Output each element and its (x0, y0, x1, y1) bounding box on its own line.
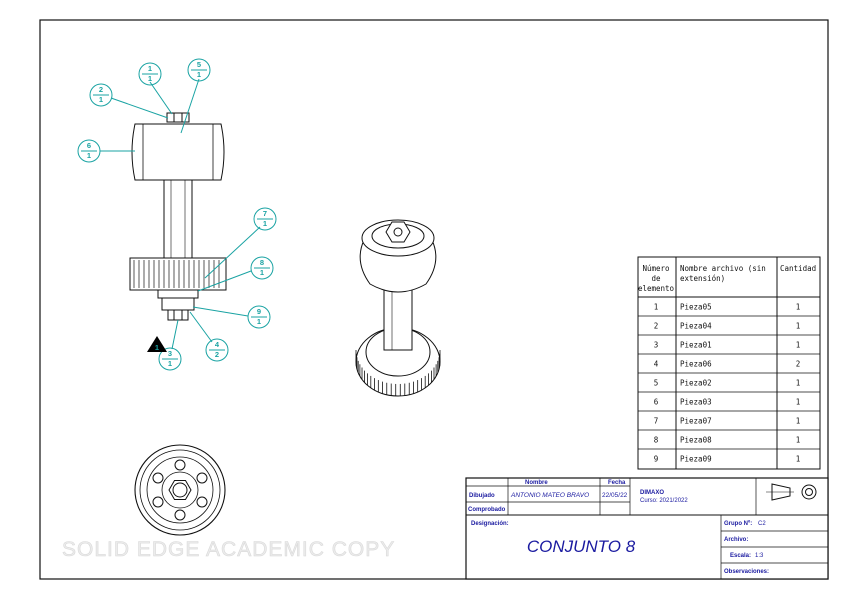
bom-header-name-1: Nombre archivo (sin (680, 264, 766, 273)
tb-archivo-label: Archivo: (724, 537, 748, 543)
bom-cell-name: Pieza04 (680, 322, 712, 331)
bom-cell-item: 1 (654, 303, 659, 312)
isometric-view (355, 219, 441, 397)
bom-row: 6 Pieza03 1 (638, 391, 820, 407)
bom-cell-name: Pieza09 (680, 455, 712, 464)
tb-dibujado-label: Dibujado (469, 493, 495, 499)
bom-cell-qty: 1 (796, 341, 801, 350)
svg-text:1: 1 (155, 343, 159, 352)
tb-escala-label: Escala: (730, 553, 751, 559)
bom-row: 4 Pieza06 2 (638, 353, 820, 369)
svg-text:1: 1 (168, 359, 172, 368)
svg-text:8: 8 (260, 258, 264, 267)
bom-header-item-3: elemento (638, 284, 675, 293)
svg-text:9: 9 (257, 307, 261, 316)
bom-cell-item: 7 (654, 417, 659, 426)
bom-cell-name: Pieza03 (680, 398, 712, 407)
svg-text:1: 1 (87, 151, 91, 160)
bom-header-item-1: Número (642, 264, 670, 273)
balloon-item-9: 9 1 (192, 305, 271, 329)
svg-text:7: 7 (263, 209, 267, 218)
title-block: Nombre Fecha Dibujado Comprobado ANTONIO… (465, 477, 829, 580)
tb-course: Curso: 2021/2022 (640, 498, 688, 504)
bom-cell-name: Pieza06 (680, 360, 712, 369)
tb-date: 22/05/22 (602, 492, 628, 499)
bom-cell-name: Pieza05 (680, 303, 712, 312)
balloon-item-1: 1 1 (138, 62, 173, 115)
bom-cell-qty: 1 (796, 455, 801, 464)
bom-header-item-2: de (651, 274, 661, 283)
balloon-item-4: 4 2 (189, 311, 229, 362)
bom-cell-item: 2 (654, 322, 659, 331)
svg-text:3: 3 (168, 349, 172, 358)
sheet-border (39, 19, 829, 580)
bom-cell-qty: 2 (796, 360, 801, 369)
balloon-item-5: 5 1 (180, 58, 211, 134)
bom-cell-qty: 1 (796, 398, 801, 407)
tb-observaciones-label: Observaciones: (724, 569, 769, 575)
bom-cell-name: Pieza01 (680, 341, 712, 350)
bom-cell-name: Pieza08 (680, 436, 712, 445)
bom-row: 9 Pieza09 1 (638, 448, 820, 464)
tb-escala: 1:3 (755, 553, 764, 559)
side-view (134, 444, 226, 536)
svg-text:2: 2 (99, 85, 103, 94)
tb-grupo-label: Grupo Nº: (724, 521, 752, 527)
svg-text:2: 2 (215, 350, 219, 359)
bom-cell-item: 6 (654, 398, 659, 407)
svg-text:1: 1 (263, 219, 267, 228)
balloon-item-6: 6 1 (77, 139, 135, 163)
bom-cell-qty: 1 (796, 303, 801, 312)
bom-cell-qty: 1 (796, 436, 801, 445)
bom-cell-qty: 1 (796, 322, 801, 331)
bom-row: 3 Pieza01 1 (638, 334, 820, 350)
bom-cell-item: 8 (654, 436, 659, 445)
bom-cell-item: 3 (654, 341, 659, 350)
bom-row: 8 Pieza08 1 (638, 429, 820, 445)
bom-cell-qty: 1 (796, 379, 801, 388)
balloons: 1 1 5 1 2 1 6 1 (77, 58, 277, 371)
tb-nombre-label: Nombre (525, 480, 548, 486)
bom-cell-item: 9 (654, 455, 659, 464)
svg-text:1: 1 (148, 74, 152, 83)
drawing-title: CONJUNTO 8 (527, 537, 636, 556)
svg-text:1: 1 (99, 95, 103, 104)
tb-comprobado-label: Comprobado (468, 507, 506, 513)
tb-org: DIMAXO (640, 490, 664, 496)
bom-row: 2 Pieza04 1 (638, 315, 820, 331)
bom-cell-item: 5 (654, 379, 659, 388)
bom-row: 7 Pieza07 1 (638, 410, 820, 426)
tb-fecha-label: Fecha (608, 480, 626, 486)
bom-cell-qty: 1 (796, 417, 801, 426)
tb-drawn-by: ANTONIO MATEO BRAVO (510, 492, 589, 499)
bom-header-qty: Cantidad (780, 264, 816, 273)
svg-text:1: 1 (148, 64, 152, 73)
svg-text:4: 4 (215, 340, 220, 349)
projection-symbol-icon (766, 483, 817, 501)
svg-text:1: 1 (197, 70, 201, 79)
tb-grupo: C2 (758, 521, 766, 527)
balloon-item-8: 8 1 (197, 256, 274, 292)
bom-cell-name: Pieza07 (680, 417, 712, 426)
tb-designacion-label: Designación: (471, 521, 509, 527)
watermark: SOLID EDGE ACADEMIC COPY (62, 538, 395, 561)
bom-cell-name: Pieza02 (680, 379, 712, 388)
front-view (129, 112, 227, 321)
svg-text:1: 1 (257, 317, 261, 326)
balloon-item-3: 3 1 1 (147, 319, 182, 371)
bom-row: 5 Pieza02 1 (638, 372, 820, 388)
svg-text:5: 5 (197, 60, 201, 69)
balloon-item-2: 2 1 (89, 83, 169, 119)
bom-cell-item: 4 (654, 360, 659, 369)
bom-row: 1 Pieza05 1 (654, 303, 801, 312)
svg-text:6: 6 (87, 141, 91, 150)
bom-header-name-2: extensión) (680, 274, 725, 283)
svg-text:1: 1 (260, 268, 264, 277)
parts-list: Número de elemento Nombre archivo (sin e… (637, 256, 821, 470)
balloon-item-7: 7 1 (204, 207, 277, 279)
